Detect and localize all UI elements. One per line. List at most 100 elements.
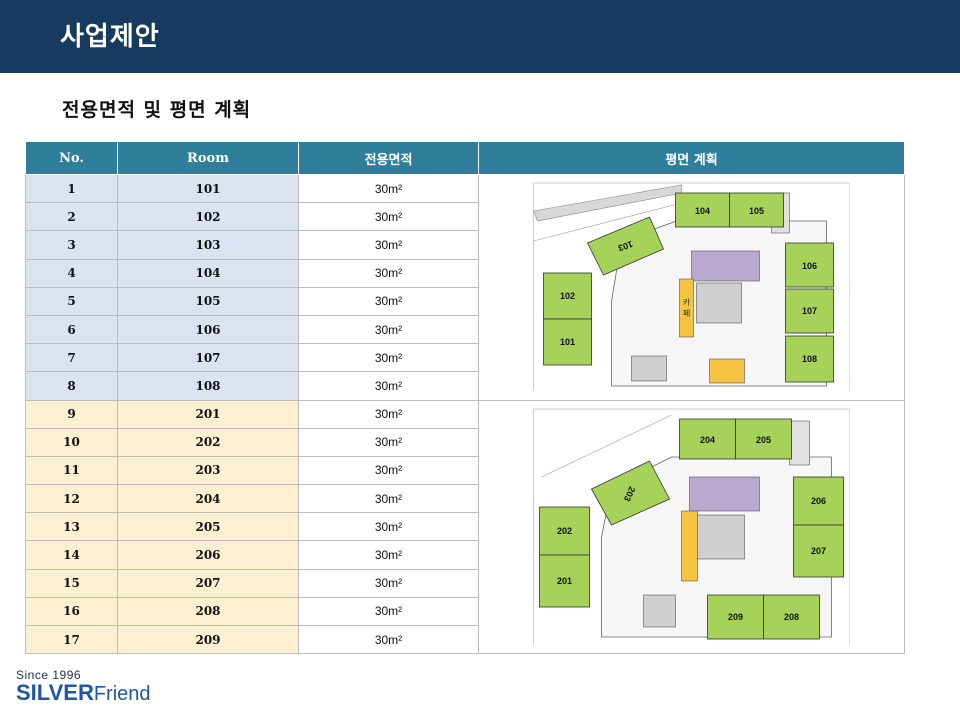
row-no: 17 bbox=[25, 624, 118, 655]
row-room: 101 bbox=[117, 173, 299, 204]
row-room: 102 bbox=[117, 202, 299, 232]
row-room: 107 bbox=[117, 343, 299, 373]
row-no: 5 bbox=[25, 286, 118, 316]
row-room: 205 bbox=[117, 512, 299, 542]
row-room: 105 bbox=[117, 286, 299, 316]
row-no: 1 bbox=[25, 173, 118, 204]
row-no: 4 bbox=[25, 258, 118, 288]
row-area: 30m² bbox=[298, 540, 479, 570]
row-area: 30m² bbox=[298, 624, 479, 655]
row-area: 30m² bbox=[298, 399, 479, 429]
logo-wordmark: SILVERFriend bbox=[16, 680, 151, 706]
svg-text:202: 202 bbox=[557, 526, 572, 536]
table-row: 11 203 30m² bbox=[25, 455, 905, 486]
row-area: 30m² bbox=[298, 455, 479, 486]
row-area: 30m² bbox=[298, 596, 479, 627]
logo-silver: SILVER bbox=[16, 680, 94, 705]
row-no: 12 bbox=[25, 484, 118, 514]
company-logo: Since 1996 SILVERFriend bbox=[16, 668, 151, 706]
svg-text:107: 107 bbox=[802, 306, 817, 316]
row-room: 108 bbox=[117, 371, 299, 401]
row-room: 103 bbox=[117, 230, 299, 260]
table-row: 14 206 30m² bbox=[25, 540, 905, 570]
row-room: 104 bbox=[117, 258, 299, 288]
table-row: 1 101 30m² 카 bbox=[25, 173, 905, 401]
row-no: 8 bbox=[25, 371, 118, 401]
row-area: 30m² bbox=[298, 286, 479, 316]
header-room: Room bbox=[117, 141, 299, 175]
floor-plan-1f: 카 페 104 105 103 106 107 bbox=[531, 181, 852, 394]
row-room: 202 bbox=[117, 427, 299, 457]
row-no: 7 bbox=[25, 343, 118, 373]
svg-text:207: 207 bbox=[811, 546, 826, 556]
svg-text:101: 101 bbox=[560, 337, 575, 347]
row-area: 30m² bbox=[298, 173, 479, 204]
table-row: 13 205 30m² bbox=[25, 512, 905, 542]
row-room: 208 bbox=[117, 596, 299, 627]
row-no: 3 bbox=[25, 230, 118, 260]
row-room: 106 bbox=[117, 314, 299, 345]
row-no: 16 bbox=[25, 596, 118, 627]
svg-text:206: 206 bbox=[811, 496, 826, 506]
row-no: 13 bbox=[25, 512, 118, 542]
row-area: 30m² bbox=[298, 427, 479, 457]
svg-text:카: 카 bbox=[683, 298, 691, 307]
row-room: 206 bbox=[117, 540, 299, 570]
svg-text:페: 페 bbox=[683, 308, 690, 318]
row-no: 11 bbox=[25, 455, 118, 486]
svg-text:108: 108 bbox=[802, 354, 817, 364]
svg-text:102: 102 bbox=[560, 291, 575, 301]
row-area: 30m² bbox=[298, 202, 479, 232]
svg-text:209: 209 bbox=[728, 612, 743, 622]
table-row: 8 108 30m² bbox=[25, 371, 905, 401]
floor-plan-2f-cell: 204 205 203 206 207 202 201 209 bbox=[478, 399, 905, 655]
table-row: 3 103 30m² bbox=[25, 230, 905, 260]
table-row: 6 106 30m² bbox=[25, 314, 905, 345]
table-body: 1 101 30m² 카 bbox=[25, 173, 905, 655]
table-row: 4 104 30m² bbox=[25, 258, 905, 288]
row-area: 30m² bbox=[298, 314, 479, 345]
row-area: 30m² bbox=[298, 258, 479, 288]
header-bar: 사업제안 bbox=[0, 0, 960, 73]
row-room: 204 bbox=[117, 484, 299, 514]
row-area: 30m² bbox=[298, 343, 479, 373]
section-subtitle: 전용면적 및 평면 계획 bbox=[62, 99, 252, 121]
floor-plan-1f-cell: 카 페 104 105 103 106 107 bbox=[478, 174, 905, 401]
logo-since: Since 1996 bbox=[16, 668, 82, 682]
logo-friend: Friend bbox=[93, 683, 151, 705]
svg-text:201: 201 bbox=[557, 576, 572, 586]
row-area: 30m² bbox=[298, 371, 479, 401]
room-table: No. Room 전용면적 평면 계획 1 101 30m² bbox=[25, 141, 905, 655]
row-area: 30m² bbox=[298, 484, 479, 514]
table-row: 9 201 30m² bbox=[25, 399, 905, 655]
svg-text:104: 104 bbox=[695, 206, 710, 216]
svg-text:105: 105 bbox=[749, 206, 764, 216]
row-no: 15 bbox=[25, 568, 118, 598]
svg-text:204: 204 bbox=[700, 435, 715, 445]
row-no: 9 bbox=[25, 399, 118, 429]
row-no: 14 bbox=[25, 540, 118, 570]
table-row: 2 102 30m² bbox=[25, 202, 905, 232]
svg-text:106: 106 bbox=[802, 261, 817, 271]
row-room: 203 bbox=[117, 455, 299, 486]
svg-text:205: 205 bbox=[756, 435, 771, 445]
table-header-row: No. Room 전용면적 평면 계획 bbox=[25, 141, 905, 175]
page-title: 사업제안 bbox=[60, 22, 160, 52]
floor-plan-2f: 204 205 203 206 207 202 201 209 bbox=[531, 406, 852, 647]
table-row: 12 204 30m² bbox=[25, 484, 905, 514]
row-room: 201 bbox=[117, 399, 299, 429]
row-area: 30m² bbox=[298, 512, 479, 542]
row-no: 2 bbox=[25, 202, 118, 232]
header-plan: 평면 계획 bbox=[478, 141, 905, 175]
row-no: 10 bbox=[25, 427, 118, 457]
table-row: 5 105 30m² bbox=[25, 286, 905, 316]
row-area: 30m² bbox=[298, 568, 479, 598]
header-area: 전용면적 bbox=[298, 141, 479, 175]
svg-text:208: 208 bbox=[784, 612, 799, 622]
header-no: No. bbox=[25, 141, 118, 175]
row-room: 209 bbox=[117, 624, 299, 655]
table-row: 15 207 30m² bbox=[25, 568, 905, 598]
table-row: 16 208 30m² bbox=[25, 596, 905, 627]
row-room: 207 bbox=[117, 568, 299, 598]
svg-text:103: 103 bbox=[617, 239, 635, 254]
